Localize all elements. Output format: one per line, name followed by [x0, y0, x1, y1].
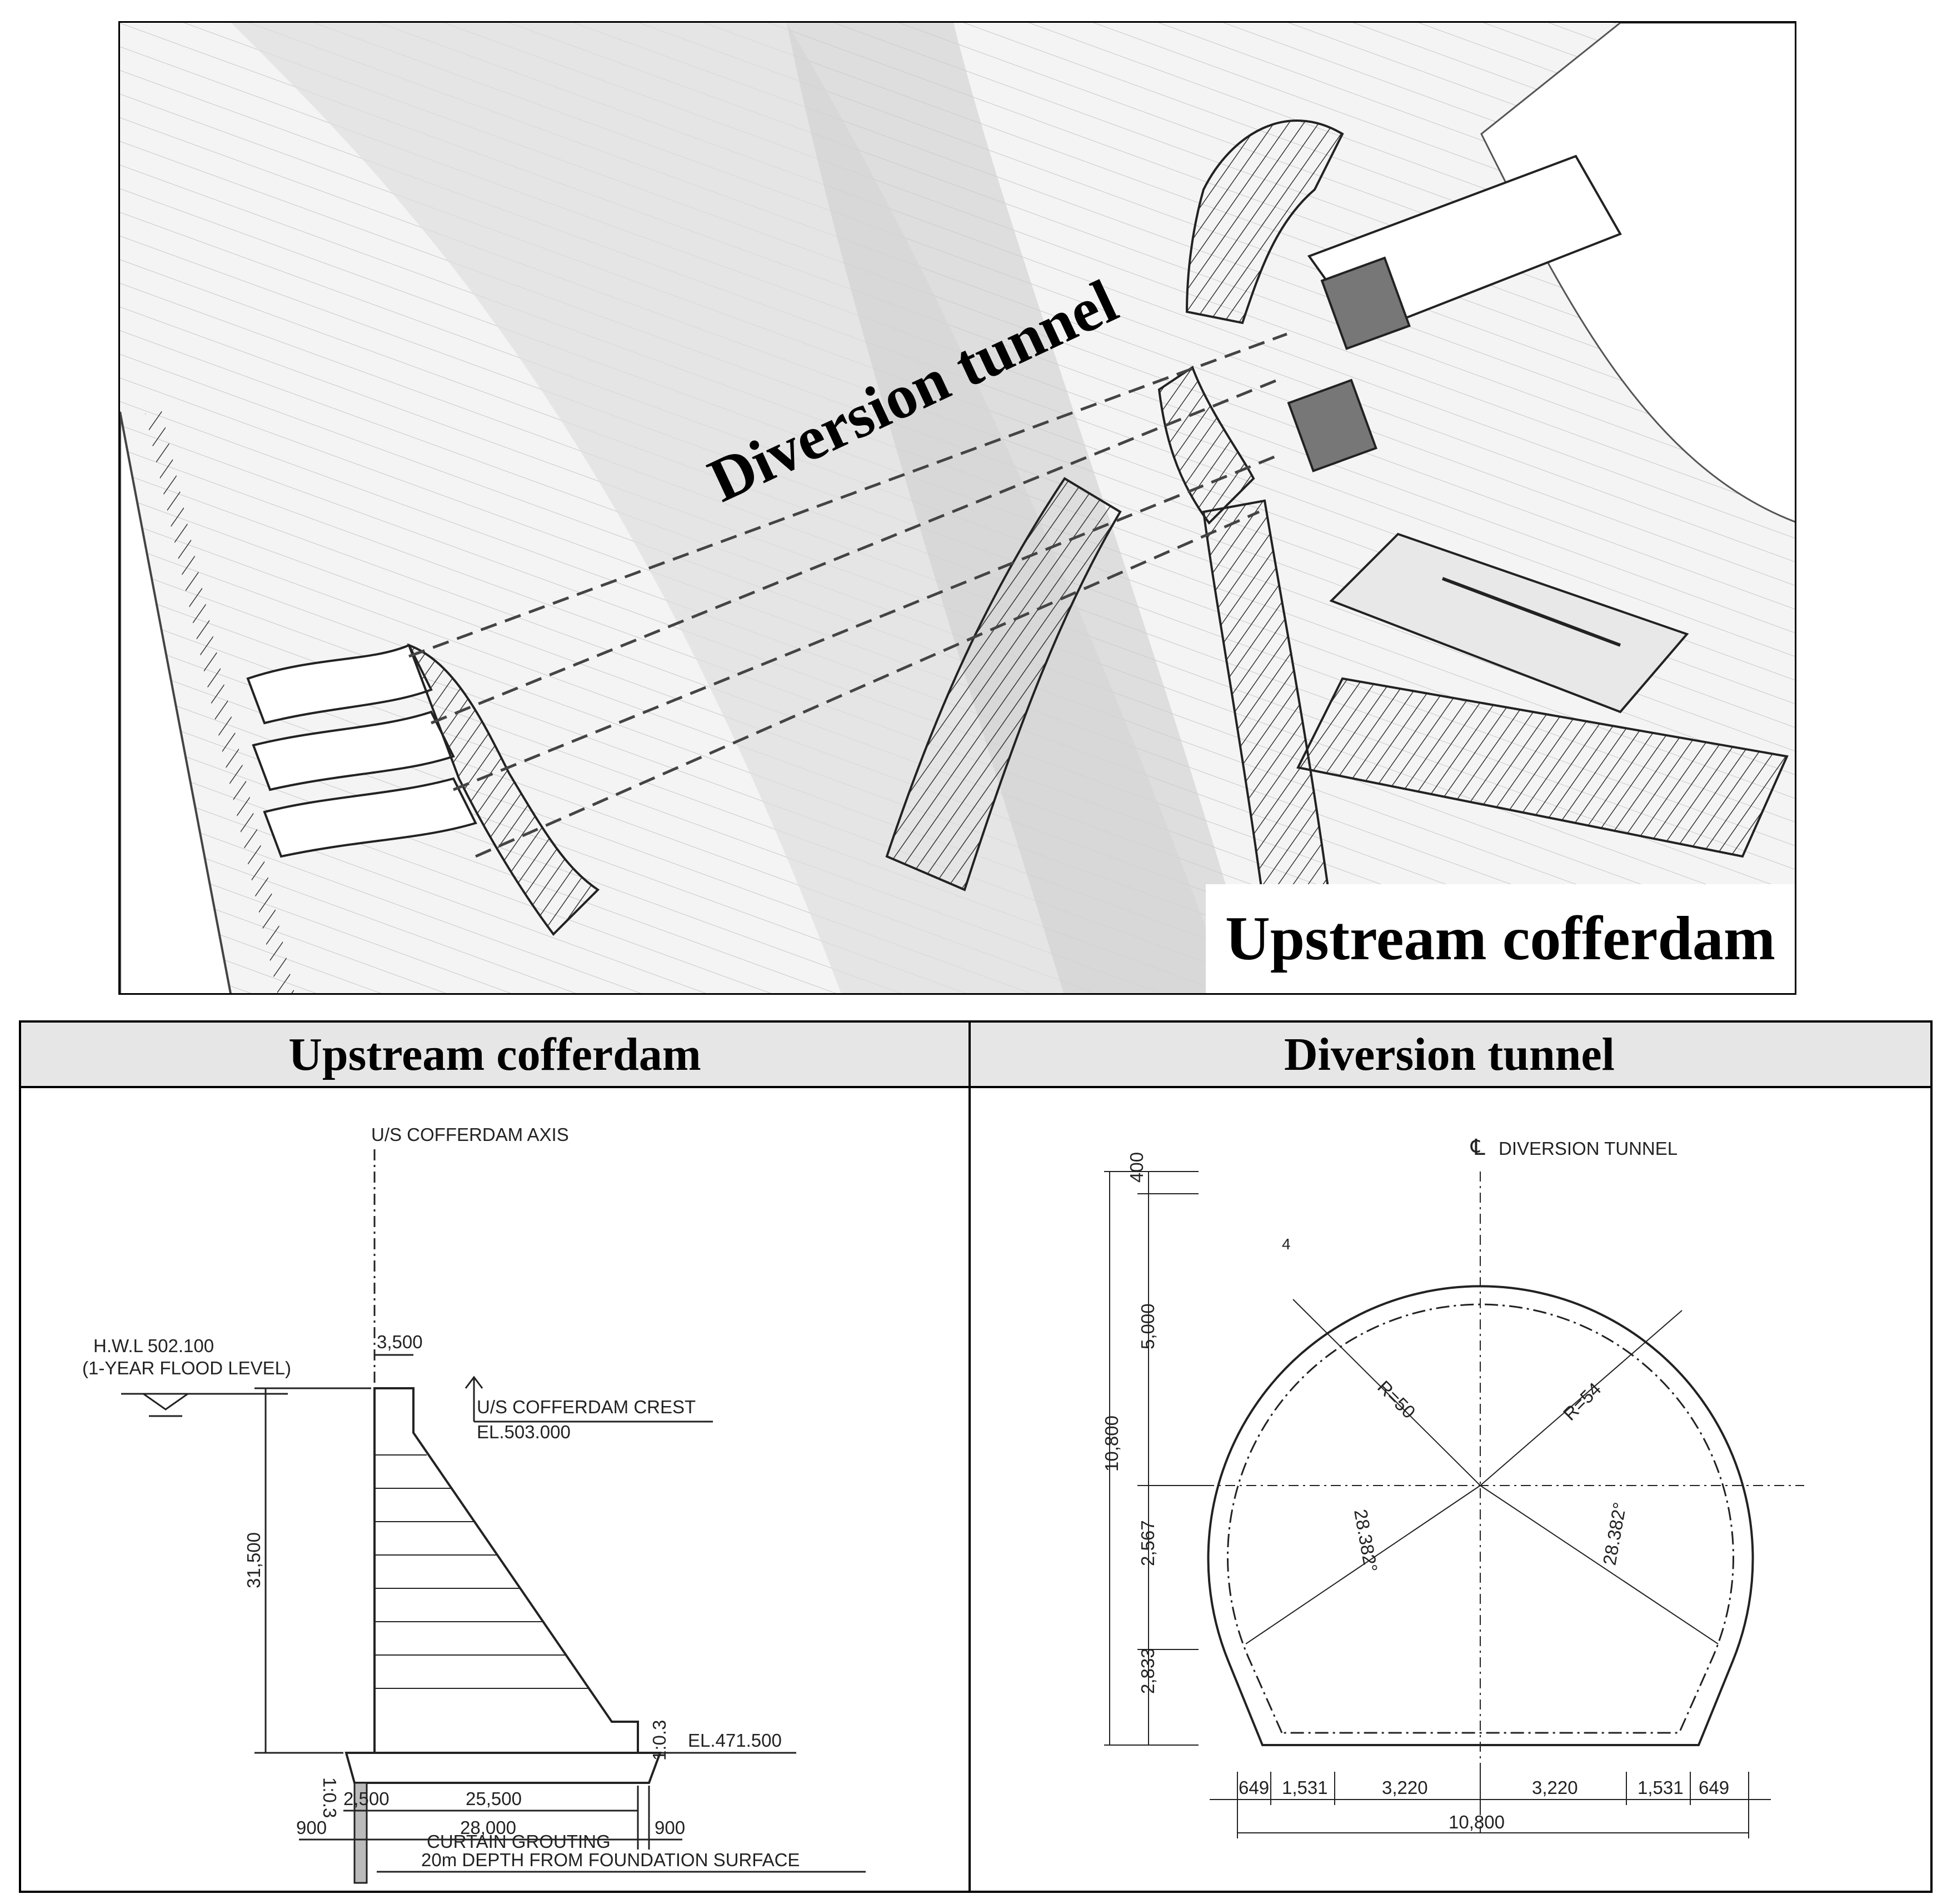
tunnel-section: ℄ DIVERSION TUNNEL 400 5,000 10,800 2,56… [1101, 1135, 1804, 1838]
dim-bottom-1531-left: 1,531 [1282, 1777, 1328, 1798]
table-divider [968, 1023, 971, 1891]
upstream-portal [885, 119, 1622, 993]
plan-drawing [120, 23, 1795, 993]
dim-bottom-649-left: 649 [1239, 1777, 1269, 1798]
slope-left: 1:0.3 [319, 1777, 340, 1818]
radius-lower-right [1480, 1485, 1719, 1644]
dim-top-width: 3,500 [377, 1332, 423, 1352]
header-diversion-tunnel: Diversion tunnel [968, 1023, 1930, 1088]
cofferdam-section: U/S COFFERDAM AXIS H.W.L 502.100 (1-YEAR… [82, 1124, 866, 1884]
river-left [120, 411, 232, 993]
dim-2833: 2,833 [1137, 1648, 1158, 1694]
dim-28000: 28,000 [460, 1817, 516, 1838]
hwl-label: H.W.L 502.100 [93, 1335, 214, 1356]
dim-900-right: 900 [655, 1817, 685, 1838]
slope-right: 1:0.3 [649, 1720, 670, 1761]
tunnel-alignment [408, 332, 1287, 858]
centerline-label: DIVERSION TUNNEL [1499, 1138, 1678, 1159]
radius-r50-line [1292, 1299, 1481, 1486]
dim-5000: 5,000 [1137, 1303, 1158, 1349]
dim-bottom-3220-right: 3,220 [1532, 1777, 1578, 1798]
angle-right-label: 28.382° [1599, 1501, 1630, 1567]
plan-label-box: Upstream cofferdam [1206, 884, 1795, 993]
lining-label: 4 [1282, 1235, 1291, 1253]
hwl-sublabel: (1-YEAR FLOOD LEVEL) [82, 1358, 291, 1378]
water-level-icon [143, 1393, 188, 1410]
dim-2500: 2,500 [343, 1788, 390, 1809]
site-plan: Diversion tunnel Upstream cofferdam [118, 21, 1796, 995]
radius-r54-line [1480, 1310, 1683, 1486]
downstream-portal [246, 643, 600, 936]
dim-height: 31,500 [243, 1532, 264, 1588]
base-elevation: EL.471.500 [688, 1730, 782, 1751]
plan-label-upstream-cofferdam: Upstream cofferdam [1225, 904, 1776, 973]
grout-sublabel: 20m DEPTH FROM FOUNDATION SURFACE [421, 1850, 800, 1870]
terrain-valley [787, 23, 1259, 993]
dim-400: 400 [1126, 1152, 1147, 1183]
dim-bottom-649-right: 649 [1699, 1777, 1729, 1798]
centerline-symbol: ℄ [1470, 1135, 1485, 1160]
header-upstream-cofferdam: Upstream cofferdam [21, 1023, 968, 1088]
dim-2567: 2,567 [1137, 1520, 1158, 1566]
radius-lower-left [1245, 1485, 1481, 1644]
crest-marker-icon [465, 1375, 483, 1389]
cofferdam-plan [1296, 532, 1789, 858]
grout-label: CURTAIN GROUTING [427, 1831, 611, 1852]
tunnel-inner-profile [1227, 1303, 1734, 1734]
dim-10800-vertical: 10,800 [1101, 1415, 1122, 1472]
dim-bottom-1531-right: 1,531 [1638, 1777, 1684, 1798]
dim-25500: 25,500 [466, 1788, 522, 1809]
cofferdam-body [373, 1387, 639, 1754]
crest-elevation: EL.503.000 [477, 1422, 571, 1442]
tunnel-outer-profile [1207, 1285, 1754, 1746]
cofferdam-foundation [345, 1752, 662, 1784]
angle-left-label: 28.382° [1350, 1508, 1381, 1574]
radius-r54-label: R=54 [1559, 1378, 1605, 1424]
cofferdam-axis-label: U/S COFFERDAM AXIS [371, 1124, 569, 1145]
dim-900-left: 900 [296, 1817, 327, 1838]
cofferdam-layers [375, 1454, 589, 1689]
cofferdam-section-cell: U/S COFFERDAM AXIS H.W.L 502.100 (1-YEAR… [21, 1088, 968, 1891]
dim-bottom-3220-left: 3,220 [1382, 1777, 1428, 1798]
tunnel-section-cell: ℄ DIVERSION TUNNEL 400 5,000 10,800 2,56… [971, 1088, 1930, 1891]
road-left [145, 410, 295, 993]
section-table: Upstream cofferdam Diversion tunnel [19, 1020, 1933, 1893]
dim-10800-horizontal: 10,800 [1449, 1812, 1505, 1832]
radius-r50-label: R=50 [1374, 1377, 1420, 1423]
crest-label: U/S COFFERDAM CREST [477, 1397, 696, 1417]
